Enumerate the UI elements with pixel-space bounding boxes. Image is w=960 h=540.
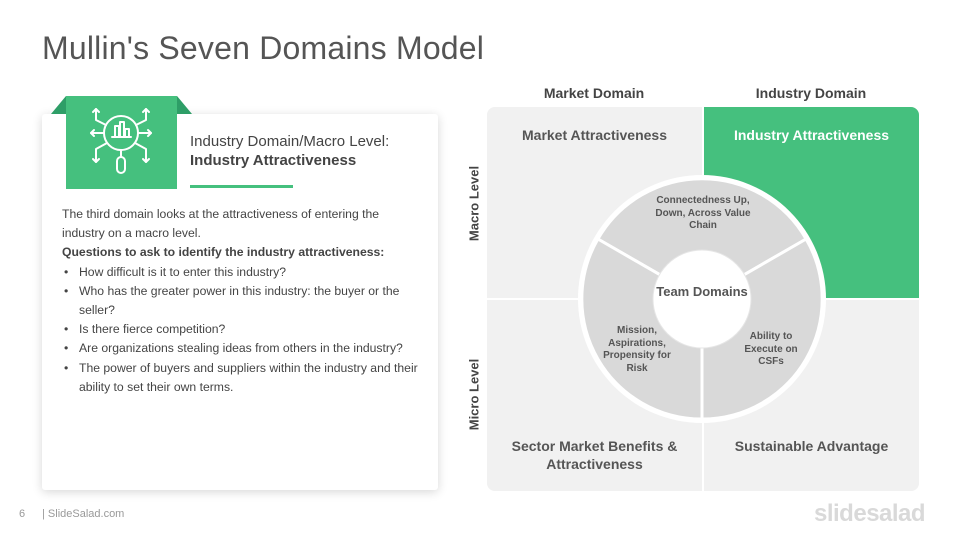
list-item: Are organizations stealing ideas from ot… xyxy=(62,339,422,358)
quadrant-label: Sector Market Benefits & Attractiveness xyxy=(511,438,678,472)
page-number: 6 xyxy=(19,508,26,520)
brand-logo: slidesalad xyxy=(814,500,926,527)
slide-title: Mullin's Seven Domains Model xyxy=(42,30,485,66)
wheel-center-label: Team Domains xyxy=(656,284,748,299)
wheel-label-ability: Ability to Execute on CSFs xyxy=(744,331,798,367)
heading-underline xyxy=(190,185,293,188)
wheel-center-circle xyxy=(652,249,752,349)
list-item: Is there fierce competition? xyxy=(62,320,422,339)
list-item: How difficult is it to enter this indust… xyxy=(62,263,422,282)
card-heading: Industry Domain/Macro Level: Industry At… xyxy=(190,132,389,170)
list-item: The power of buyers and suppliers within… xyxy=(62,359,422,397)
quadrant-label: Sustainable Advantage xyxy=(734,438,889,454)
card-heading-line1: Industry Domain/Macro Level: xyxy=(190,133,390,150)
wheel-label-mission: Mission, Aspirations, Propensity for Ris… xyxy=(603,325,671,374)
footer-site: | SlideSalad.com xyxy=(42,508,125,520)
card-tab-fold-right xyxy=(177,96,192,114)
question-list: How difficult is it to enter this indust… xyxy=(62,263,422,397)
card-body: The third domain looks at the attractive… xyxy=(62,205,422,397)
card-tab-fold-left xyxy=(51,96,66,114)
quadrant-label: Market Attractiveness xyxy=(522,127,667,143)
wheel-label-connectedness: Connectedness Up, Down, Across Value Cha… xyxy=(655,195,751,231)
card-heading-line2: Industry Attractiveness xyxy=(190,152,357,169)
list-item: Who has the greater power in this indust… xyxy=(62,282,422,320)
market-analysis-icon xyxy=(90,108,152,174)
quadrant-label: Industry Attractiveness xyxy=(733,127,890,143)
card-icon-tile xyxy=(66,96,177,189)
card-intro: The third domain looks at the attractive… xyxy=(62,207,380,241)
col-header-industry-domain: Industry Domain xyxy=(755,85,867,101)
col-header-market-domain: Market Domain xyxy=(543,85,645,101)
card-questions-label: Questions to ask to identify the industr… xyxy=(62,245,385,260)
